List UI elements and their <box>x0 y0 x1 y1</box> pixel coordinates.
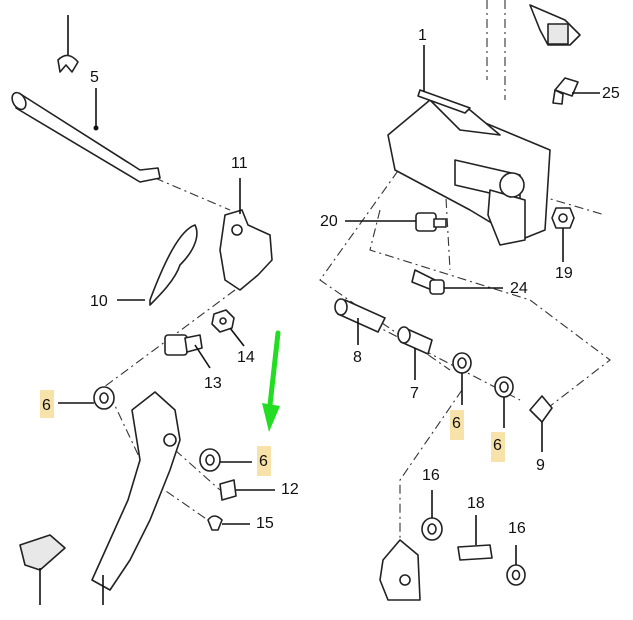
part-8-bushing <box>334 298 386 345</box>
part-11-lever <box>219 178 273 291</box>
highlight-6-center <box>257 446 271 476</box>
callout-6-center: 6 <box>259 453 268 470</box>
part-24-bolt <box>411 269 503 295</box>
part-6-bushing-center <box>199 448 252 472</box>
part-12-clip <box>219 479 275 501</box>
callout-6-left: 6 <box>42 397 51 414</box>
callouts: 1 5 25 11 20 19 10 24 14 13 8 7 6 6 6 6 … <box>42 27 620 537</box>
highlight-6-left <box>40 390 54 418</box>
callout-6-right-b: 6 <box>493 437 502 454</box>
assembly-lines <box>99 0 611 560</box>
callout-5: 5 <box>90 69 99 86</box>
part-switch-top-right <box>529 4 581 46</box>
part-6-bushing-right-b <box>494 376 514 428</box>
highlight-6-right-a <box>450 410 464 440</box>
callout-18: 18 <box>467 495 485 512</box>
callout-7: 7 <box>410 385 419 402</box>
callout-11: 11 <box>231 155 248 172</box>
callout-12: 12 <box>281 481 299 498</box>
part-5-pin <box>11 88 161 183</box>
part-9-clip <box>529 395 553 452</box>
callout-10: 10 <box>90 293 108 310</box>
callout-25: 25 <box>602 85 620 102</box>
lower-bracket <box>379 539 421 601</box>
part-14-nut <box>211 309 245 347</box>
callout-8: 8 <box>353 349 362 366</box>
callout-16-b: 16 <box>508 520 526 537</box>
pedal-pad <box>19 534 66 605</box>
callout-14: 14 <box>237 349 255 366</box>
highlight-6-right-b <box>491 432 505 462</box>
part-10-spring <box>117 224 198 306</box>
callout-16-a: 16 <box>422 467 440 484</box>
callout-20: 20 <box>320 213 338 230</box>
callout-1: 1 <box>418 27 427 44</box>
part-6-bushing-left <box>58 386 115 410</box>
part-16-nut-b <box>506 545 526 586</box>
part-16-nut-a <box>421 490 443 541</box>
callout-6-right-a: 6 <box>452 415 461 432</box>
part-25-bolt <box>552 77 600 105</box>
callout-9: 9 <box>536 457 545 474</box>
callout-19: 19 <box>555 265 573 282</box>
callout-24: 24 <box>510 280 528 297</box>
callout-15: 15 <box>256 515 274 532</box>
part-1-bracket <box>387 45 551 246</box>
clip-top-left <box>57 15 79 73</box>
part-15-cap <box>207 515 250 531</box>
part-19-nut <box>551 207 575 262</box>
callout-13: 13 <box>204 375 222 392</box>
part-7-bushing <box>397 326 433 380</box>
part-20-bolt <box>345 212 447 232</box>
part-6-bushing-right-a <box>452 352 472 405</box>
part-18-pin <box>457 515 493 561</box>
part-13-bolt <box>164 334 211 369</box>
pedal-arm <box>91 391 181 605</box>
green-arrow-indicator <box>262 330 281 432</box>
